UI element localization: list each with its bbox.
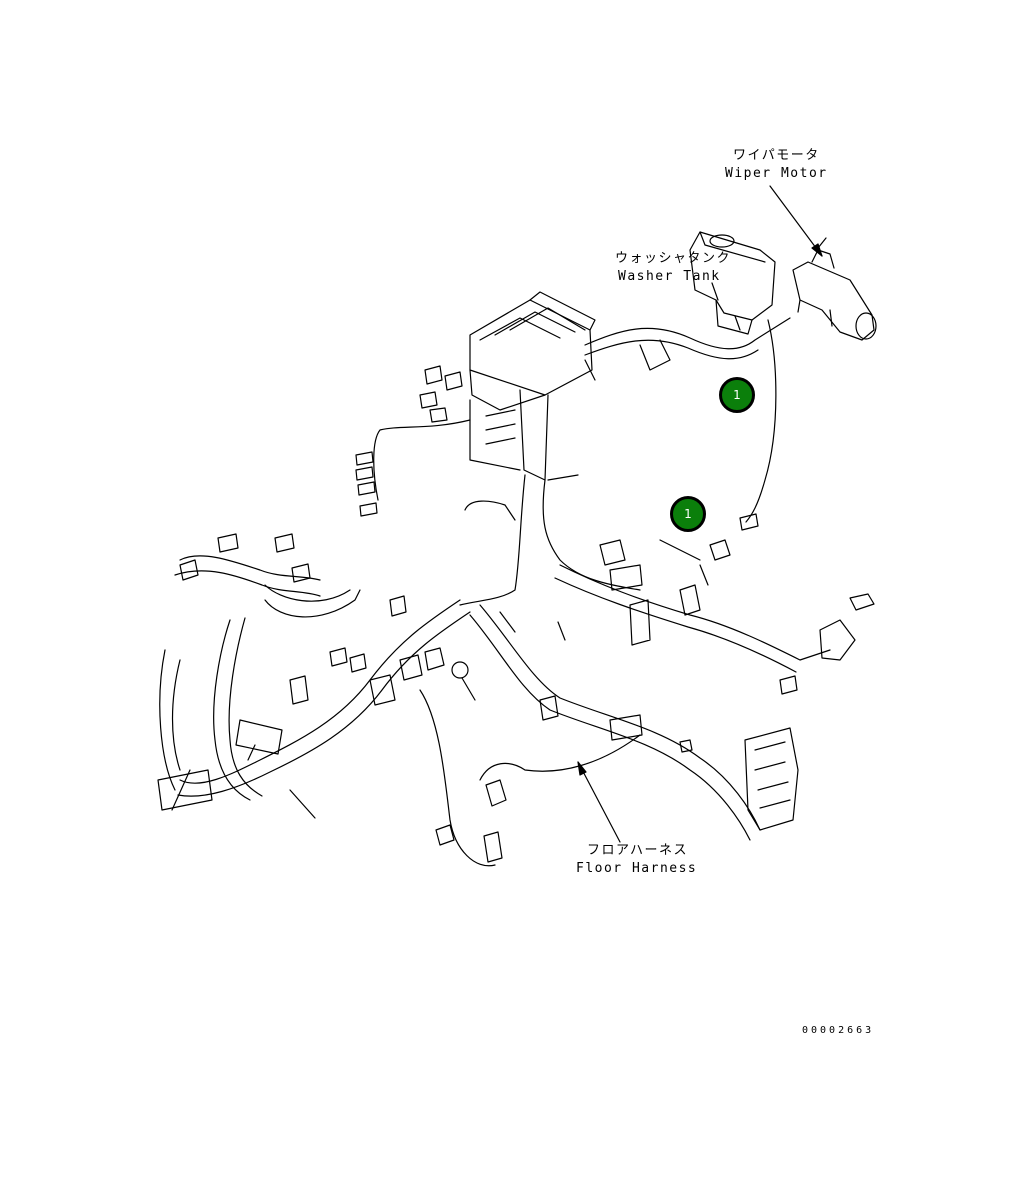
- right-harness: [559, 564, 831, 661]
- wiper-motor-label-en: Wiper Motor: [725, 166, 828, 181]
- floor-harness-leader: [577, 761, 621, 843]
- upper-harness: [584, 317, 791, 350]
- washer-tank-label-jp: ウォッシャタンク: [615, 251, 732, 266]
- floor-harness-label-en: Floor Harness: [576, 861, 698, 876]
- washer-tank-leader: [711, 282, 719, 301]
- left-harness: [179, 599, 461, 784]
- fuse-box: [469, 291, 596, 481]
- floor-harness: [469, 614, 751, 841]
- wiper-motor-label-jp: ワイパモータ: [733, 148, 820, 163]
- washer-hose: [745, 319, 777, 523]
- main-trunk: [459, 474, 526, 606]
- washer-tank: [689, 231, 776, 335]
- washer-tank-label-en: Washer Tank: [618, 269, 721, 284]
- left-upper-branch: [373, 419, 471, 501]
- drawing-id: 00002663: [802, 1025, 875, 1036]
- wiper-motor-leader: [769, 185, 823, 257]
- callout-marker[interactable]: 1: [719, 377, 755, 413]
- floor-harness-label-jp: フロアハーネス: [587, 843, 688, 858]
- callout-marker[interactable]: 1: [670, 496, 706, 532]
- wiper-motor: [792, 237, 877, 341]
